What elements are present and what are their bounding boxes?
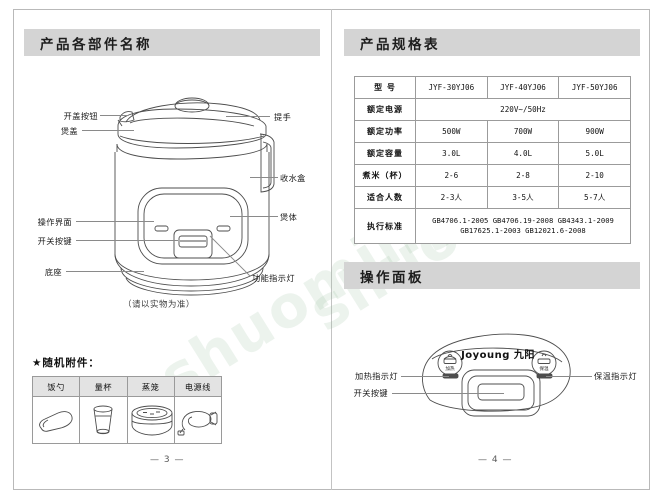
spec-value-model-3: JYF-50YJ06	[558, 76, 631, 99]
spec-label-capacity: 额定容量	[354, 142, 416, 165]
spec-value-people-1: 2-3人	[415, 186, 488, 209]
leader-line-function-indicator	[209, 235, 251, 277]
leader-line-handle	[226, 116, 270, 117]
leader-line-open-lid-button	[100, 115, 128, 116]
page-number-left: — 3 —	[150, 455, 185, 465]
label-open-lid-button: 开盖按钮	[63, 111, 98, 121]
standards-line-2: GB17625.1-2003 GB12021.6-2008	[460, 226, 586, 235]
heat-button-caption[interactable]: 加热	[445, 367, 455, 372]
section-title-panel: 操作面板	[360, 269, 424, 286]
label-function-indicator: 功能指示灯	[252, 273, 295, 283]
specification-table: 型 号 JYF-30YJ06 JYF-40YJ06 JYF-50YJ06 额定电…	[354, 76, 631, 244]
label-keepwarm-indicator: 保温指示灯	[594, 371, 637, 381]
spec-value-model-2: JYF-40YJ06	[486, 76, 560, 99]
leader-line-base	[66, 271, 144, 272]
spec-value-rice-cups-1: 2-6	[415, 164, 488, 187]
spec-value-capacity-2: 4.0L	[486, 142, 560, 165]
accessory-cell-steamer	[126, 396, 175, 444]
label-heat-indicator: 加热指示灯	[355, 371, 398, 381]
control-panel-illustration	[422, 333, 571, 417]
leader-line-water-box	[250, 177, 278, 178]
section-title-parts: 产品各部件名称	[40, 36, 152, 53]
rice-cooker-illustration	[114, 97, 275, 296]
spec-row-model: 型 号 JYF-30YJ06 JYF-40YJ06 JYF-50YJ06	[354, 76, 631, 99]
section-header-panel: 操作面板	[344, 262, 640, 289]
spec-row-capacity: 额定容量 3.0L 4.0L 5.0L	[354, 142, 631, 165]
spec-label-rated-power: 额定功率	[354, 120, 416, 143]
label-body: 煲体	[280, 212, 298, 222]
steamer-basket-icon	[131, 405, 172, 436]
standards-line-1: GB4706.1-2005 GB4706.19-2008 GB4343.1-20…	[432, 215, 614, 225]
label-handle: 提手	[274, 112, 292, 122]
label-lid: 煲盖	[60, 126, 78, 136]
spec-row-rated-power: 额定功率 500W 700W 900W	[354, 120, 631, 143]
accessory-header-cord: 电源线	[173, 376, 223, 397]
leader-line-panel-switch	[392, 393, 504, 394]
keepwarm-button-caption[interactable]: 保温	[539, 367, 549, 372]
spec-value-model-1: JYF-30YJ06	[415, 76, 488, 99]
spec-value-standards: GB4706.1-2005 GB4706.19-2008 GB4343.1-20…	[415, 208, 631, 244]
section-header-parts: 产品各部件名称	[24, 29, 320, 56]
page-spine-divider	[331, 9, 332, 490]
leader-line-lid	[82, 130, 134, 131]
spec-label-rice-cups: 煮米（杯）	[354, 164, 416, 187]
spec-value-rated-power-1: 500W	[415, 120, 488, 143]
accessory-header-cup: 量杯	[79, 376, 128, 397]
spec-value-people-3: 5-7人	[558, 186, 631, 209]
rice-cooker-diagram: 开盖按钮 煲盖 操作界面 开关按键 底座 提手 收水盒 煲体 功能指示灯	[14, 60, 330, 310]
spec-value-power-supply: 220V~/50Hz	[415, 98, 631, 121]
spec-row-power-supply: 额定电源 220V~/50Hz	[354, 98, 631, 121]
label-water-box: 收水盒	[280, 173, 306, 183]
leader-line-heat-indicator	[401, 376, 449, 377]
spec-value-capacity-1: 3.0L	[415, 142, 488, 165]
accessories-icon-row	[31, 396, 223, 444]
spec-value-capacity-3: 5.0L	[558, 142, 631, 165]
accessory-header-paddle: 饭勺	[31, 376, 81, 397]
control-panel-diagram: Joyoung 九阳 加热 保温 加热指示灯 保温指示灯 开关按键	[344, 304, 644, 434]
accessories-header-row: 饭勺 量杯 蒸笼 电源线	[31, 376, 223, 397]
spec-value-rice-cups-2: 2-8	[486, 164, 560, 187]
label-control-interface: 操作界面	[37, 217, 72, 227]
spec-label-standards: 执行标准	[354, 208, 416, 244]
left-page-content: 开盖按钮 煲盖 操作界面 开关按键 底座 提手 收水盒 煲体 功能指示灯 （请以…	[14, 60, 330, 480]
diagram-note: （请以实物为准）	[123, 299, 195, 309]
spec-row-rice-cups: 煮米（杯） 2-6 2-8 2-10	[354, 164, 631, 187]
right-page-content: 型 号 JYF-30YJ06 JYF-40YJ06 JYF-50YJ06 额定电…	[344, 60, 644, 480]
accessory-cell-paddle	[31, 396, 81, 444]
rice-paddle-icon	[39, 411, 73, 432]
accessories-table: 饭勺 量杯 蒸笼 电源线	[31, 376, 223, 444]
spec-row-people: 适合人数 2-3人 3-5人 5-7人	[354, 186, 631, 209]
page-number-right: — 4 —	[478, 455, 513, 465]
measuring-cup-icon	[93, 405, 113, 435]
section-title-spec: 产品规格表	[360, 36, 440, 53]
label-panel-switch-button: 开关按键	[353, 388, 388, 398]
spec-label-power-supply: 额定电源	[354, 98, 416, 121]
spec-label-model: 型 号	[354, 76, 416, 99]
spec-value-rated-power-3: 900W	[558, 120, 631, 143]
leader-line-keepwarm-indicator	[546, 376, 592, 377]
spec-label-people: 适合人数	[354, 186, 416, 209]
section-header-spec: 产品规格表	[344, 29, 640, 56]
panel-brand-logo: Joyoung 九阳	[461, 350, 535, 361]
leader-line-body	[230, 216, 278, 217]
label-switch-button: 开关按键	[37, 236, 72, 246]
label-base: 底座	[44, 267, 62, 277]
leader-line-control-interface	[76, 221, 154, 222]
accessories-title: ★随机附件：	[32, 357, 100, 369]
accessory-header-steamer: 蒸笼	[126, 376, 175, 397]
accessory-cell-cup	[79, 396, 128, 444]
spec-value-rice-cups-3: 2-10	[558, 164, 631, 187]
power-cord-icon	[177, 411, 218, 436]
spec-value-rated-power-2: 700W	[486, 120, 560, 143]
spec-value-people-2: 3-5人	[486, 186, 560, 209]
accessory-cell-cord	[173, 396, 223, 444]
leader-line-switch-button	[76, 240, 178, 241]
spec-row-standards: 执行标准 GB4706.1-2005 GB4706.19-2008 GB4343…	[354, 208, 631, 244]
